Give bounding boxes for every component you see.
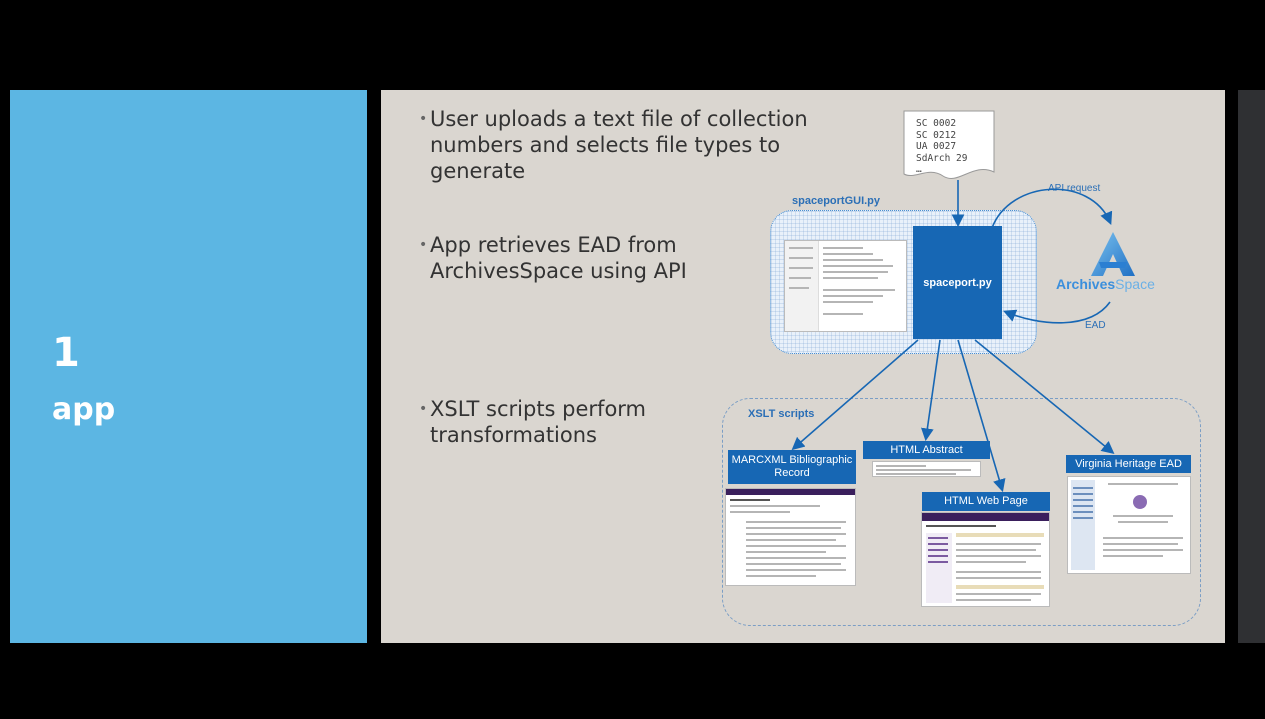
marcxml-output: MARCXML Bibliographic Record: [728, 450, 856, 484]
archivesspace-name-part: Archives: [1056, 276, 1116, 292]
section-panel: [10, 90, 367, 643]
html-abstract-thumbnail: [872, 461, 981, 477]
section-title: app: [52, 392, 116, 427]
ead-label: EAD: [1085, 320, 1106, 331]
bullet-line: XSLT scripts perform: [430, 397, 647, 421]
bullet-retrieve: • App retrieves EAD from ArchivesSpace u…: [419, 232, 687, 284]
xslt-label: XSLT scripts: [748, 408, 815, 420]
html-web-page-output: HTML Web Page: [922, 492, 1050, 511]
input-text-file: SC 0002 SC 0212 UA 0027 SdArch 29 …: [903, 110, 995, 184]
html-abstract-output: HTML Abstract: [863, 441, 990, 459]
api-request-label: API request: [1048, 183, 1101, 194]
bullet-line: generate: [430, 159, 526, 183]
bullet-line: transformations: [430, 423, 597, 447]
bullet-dot-icon: •: [419, 111, 428, 127]
gui-screenshot: [784, 240, 907, 332]
bullet-line: App retrieves EAD from: [430, 233, 677, 257]
marcxml-thumbnail: [725, 488, 856, 586]
archivesspace-name: ArchivesSpace: [1056, 276, 1155, 292]
bullet-line: User uploads a text file of collection: [430, 107, 808, 131]
bullet-xslt: • XSLT scripts perform transformations: [419, 396, 647, 448]
virginia-heritage-output: Virginia Heritage EAD: [1066, 455, 1191, 473]
bullet-dot-icon: •: [419, 401, 428, 417]
bullet-line: ArchivesSpace using API: [430, 259, 687, 283]
bullet-dot-icon: •: [419, 237, 428, 253]
collection-numbers: SC 0002 SC 0212 UA 0027 SdArch 29 …: [916, 118, 968, 175]
spaceport-app: spaceport.py: [913, 226, 1002, 339]
archivesspace-logo-icon: [1055, 228, 1175, 298]
next-slide-edge: [1238, 90, 1265, 643]
gui-label: spaceportGUI.py: [792, 195, 881, 207]
bullet-upload: • User uploads a text file of collection…: [419, 106, 808, 184]
html-web-page-thumbnail: [921, 512, 1050, 607]
section-number: 1: [52, 330, 80, 376]
virginia-heritage-thumbnail: [1067, 476, 1191, 574]
bullet-line: numbers and selects file types to: [430, 133, 781, 157]
archivesspace-name-part: Space: [1115, 276, 1155, 292]
